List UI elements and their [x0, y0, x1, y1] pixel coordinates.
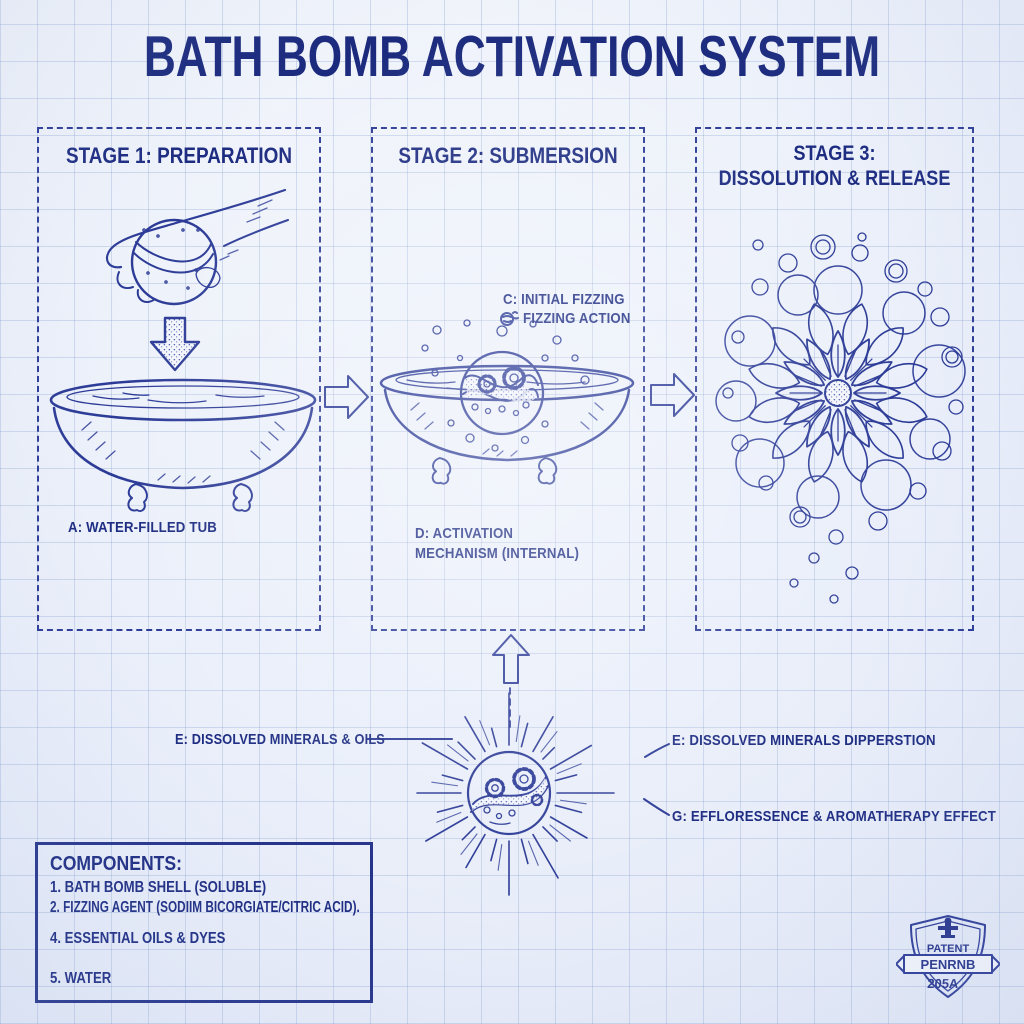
fizz-ball-icon — [500, 311, 519, 326]
activation-mechanism-sunburst — [416, 692, 615, 896]
submerged-bomb-tub-illustration — [379, 319, 635, 485]
badge-year-text: 205A — [927, 976, 960, 991]
component-item-2: 2. FIZZING AGENT (SODIIM BICORGIATE/CITR… — [50, 899, 360, 916]
badge-ribbon-text: PENRNB — [921, 957, 976, 972]
callout-g-efflorescence-aromatherapy: G: EFFLORESSENCE & AROMATHERAPY EFFECT — [672, 808, 996, 825]
stage2-title: STAGE 2: SUBMERSION — [398, 143, 618, 168]
label-a-water-filled-tub: A: WATER-FILLED TUB — [68, 519, 218, 536]
stage3-panel: STAGE 3: DISSOLUTION & RELEASE — [695, 127, 974, 631]
stage1-panel: STAGE 1: PREPARATION — [37, 127, 321, 631]
component-item-5: 5. WATER — [50, 970, 112, 987]
components-title: COMPONENTS: — [50, 853, 182, 875]
patent-stamp-badge: PATENT PENRNB 205A — [896, 915, 1000, 998]
stage2-panel: STAGE 2: SUBMERSION — [371, 127, 645, 631]
stage3-title-line2: DISSOLUTION & RELEASE — [718, 167, 951, 190]
pump-icon — [938, 917, 958, 938]
label-c-initial-fizzing: C: INITIAL FIZZING — [503, 291, 625, 308]
arrow-stage1-to-stage2 — [324, 375, 369, 419]
component-item-1: 1. BATH BOMB SHELL (SOLUBLE) — [50, 879, 267, 896]
dissolution-burst-illustration — [715, 232, 966, 604]
hand-dropping-bomb-illustration — [49, 188, 317, 512]
stage3-title: STAGE 3: DISSOLUTION & RELEASE — [716, 141, 953, 191]
label-d-mechanism-internal: MECHANISM (INTERNAL) — [415, 545, 580, 562]
stage3-title-line1: STAGE 3: — [793, 142, 876, 165]
label-c-fizzing-action-row: FIZZING ACTION — [499, 309, 645, 327]
badge-patent-text: PATENT — [927, 943, 970, 955]
page-title: BATH BOMB ACTIVATION SYSTEM — [143, 25, 881, 89]
arrow-stage2-to-stage3 — [650, 373, 695, 417]
component-item-4: 4. ESSENTIAL OILS & DYES — [50, 930, 226, 947]
callout-e-dissolved-minerals-oils: E: DISSOLVED MINERALS & OILS — [175, 731, 385, 748]
stage1-title: STAGE 1: PREPARATION — [65, 143, 292, 168]
callout-e-dissolved-minerals-dispersion: E: DISSOLVED MINERALS DIPPERSTION — [672, 732, 936, 749]
arrow-mechanism-to-stage2 — [492, 634, 530, 684]
label-d-activation: D: ACTIVATION — [415, 525, 514, 542]
label-c-fizzing-action: FIZZING ACTION — [523, 309, 631, 327]
components-box: COMPONENTS: 1. BATH BOMB SHELL (SOLUBLE)… — [35, 842, 373, 1003]
